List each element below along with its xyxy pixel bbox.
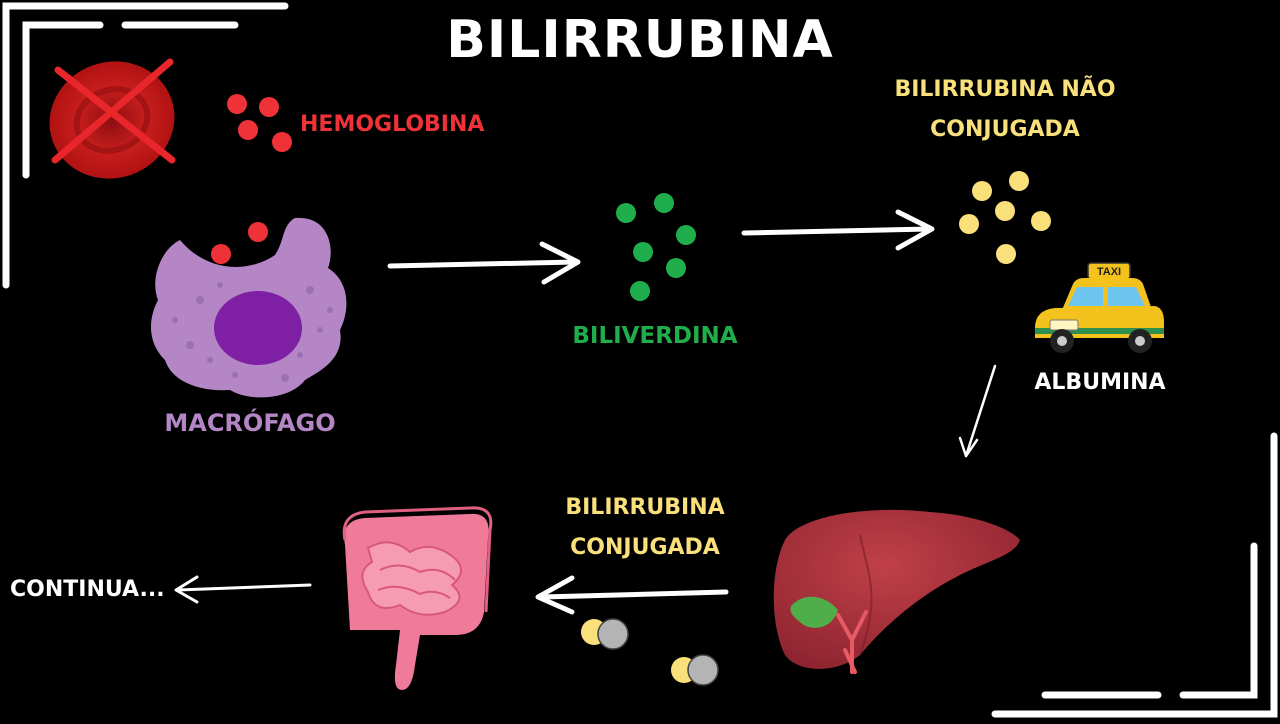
macrophage-icon <box>150 217 347 398</box>
label-hemoglobina: HEMOGLOBINA <box>300 112 485 137</box>
label-bilirrubina-conjugada: BILIRRUBINA CONJUGADA <box>565 495 725 560</box>
conjugated-bilirubin-pairs <box>581 618 719 686</box>
taxi-sign-text: TAXI <box>1097 266 1121 278</box>
arrow-macrophage-to-biliverdin <box>387 241 581 285</box>
hemoglobin-dots <box>227 94 292 152</box>
frame-bottom-right <box>991 432 1278 718</box>
frame-top-left <box>2 2 289 289</box>
unconjugated-bilirubin-dots <box>959 171 1051 264</box>
label-continua: CONTINUA... <box>10 577 165 602</box>
arrow-intestine-to-continua <box>174 575 312 604</box>
diagram-title: BILIRRUBINA <box>446 10 834 70</box>
label-macrofago: MACRÓFAGO <box>164 409 336 437</box>
intestine-icon <box>342 506 493 690</box>
label-biliverdina: BILIVERDINA <box>572 323 738 349</box>
label-albumina: ALBUMINA <box>1034 370 1166 395</box>
liver-icon <box>773 509 1020 674</box>
biliverdin-dots <box>616 193 696 301</box>
crossed-red-blood-cell-icon <box>49 58 176 179</box>
label-bilirrubina-nao-conjugada: BILIRRUBINA NÃO CONJUGADA <box>894 77 1116 142</box>
taxi-icon: TAXI <box>1035 262 1164 353</box>
arrows <box>174 209 997 615</box>
arrow-biliverdin-to-unconjugated <box>741 209 935 251</box>
arrow-albumin-to-liver <box>958 364 997 458</box>
arrow-liver-to-intestine <box>535 575 729 615</box>
